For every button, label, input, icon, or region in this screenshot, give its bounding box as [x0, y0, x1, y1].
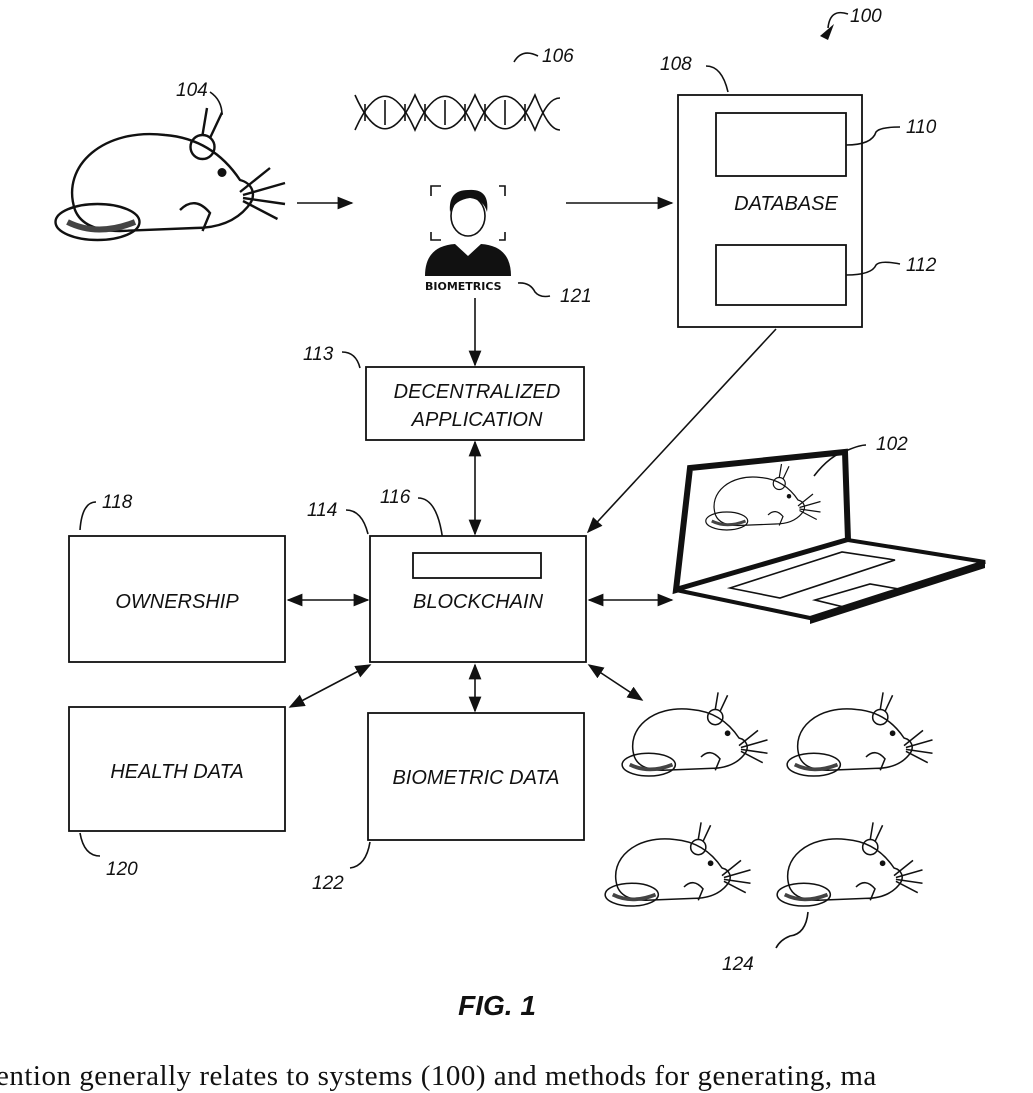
svg-text:108: 108 — [660, 54, 692, 75]
svg-text:118: 118 — [102, 492, 133, 513]
svg-text:OWNERSHIP: OWNERSHIP — [115, 591, 239, 613]
svg-text:124: 124 — [722, 954, 754, 975]
reference-arrow-icon — [820, 24, 834, 40]
face-scan-icon — [425, 186, 511, 276]
system-reference: 100 — [820, 6, 882, 40]
svg-text:DECENTRALIZED: DECENTRALIZED — [394, 381, 561, 403]
mouse-icon — [787, 692, 932, 776]
database-node: 108 DATABASE 110 112 — [660, 54, 937, 327]
svg-text:122: 122 — [312, 873, 344, 894]
ownership-node: 118 OWNERSHIP — [69, 492, 285, 662]
svg-text:DATABASE: DATABASE — [734, 193, 838, 215]
svg-text:HEALTH DATA: HEALTH DATA — [110, 761, 243, 783]
dna-helix-icon — [355, 95, 560, 130]
decentralized-application-node: 113 DECENTRALIZED APPLICATION — [303, 344, 584, 440]
svg-text:112: 112 — [906, 255, 937, 276]
svg-text:116: 116 — [380, 487, 411, 508]
svg-text:113: 113 — [303, 344, 334, 365]
svg-text:104: 104 — [176, 80, 208, 101]
svg-text:100: 100 — [850, 6, 882, 27]
body-text: ention generally relates to systems (100… — [0, 1060, 877, 1093]
svg-text:106: 106 — [542, 46, 574, 67]
svg-text:102: 102 — [876, 434, 908, 455]
mouse-icon — [56, 108, 286, 240]
mouse-icon — [605, 822, 750, 906]
arrow-blockchain-animals — [589, 665, 642, 700]
svg-text:BLOCKCHAIN: BLOCKCHAIN — [413, 591, 544, 613]
biometrics-icon-group: BIOMETRICS 121 — [425, 186, 592, 307]
svg-text:BIOMETRIC DATA: BIOMETRIC DATA — [392, 767, 559, 789]
laptop-illustration: 102 — [676, 434, 985, 624]
mouse-icon — [777, 822, 922, 906]
laptop-icon — [676, 452, 985, 624]
svg-text:BIOMETRICS: BIOMETRICS — [425, 280, 502, 293]
block-116 — [413, 553, 541, 578]
arrow-blockchain-health — [290, 665, 370, 707]
database-record-112 — [716, 245, 846, 305]
dna-illustration: 106 — [355, 46, 574, 130]
mouse-icon — [622, 692, 767, 776]
database-record-110 — [716, 113, 846, 176]
svg-text:APPLICATION: APPLICATION — [411, 409, 543, 431]
blockchain-node: 114 116 BLOCKCHAIN — [307, 487, 586, 662]
svg-text:120: 120 — [106, 859, 138, 880]
biometric-data-node: BIOMETRIC DATA 122 — [312, 713, 584, 894]
svg-text:110: 110 — [906, 117, 937, 138]
svg-text:121: 121 — [560, 286, 592, 307]
health-data-node: HEALTH DATA 120 — [69, 707, 285, 880]
svg-text:114: 114 — [307, 500, 337, 521]
animals-group-illustration: 124 — [605, 692, 932, 975]
pet-illustration: 104 — [56, 80, 286, 240]
figure-caption: FIG. 1 — [458, 990, 536, 1021]
